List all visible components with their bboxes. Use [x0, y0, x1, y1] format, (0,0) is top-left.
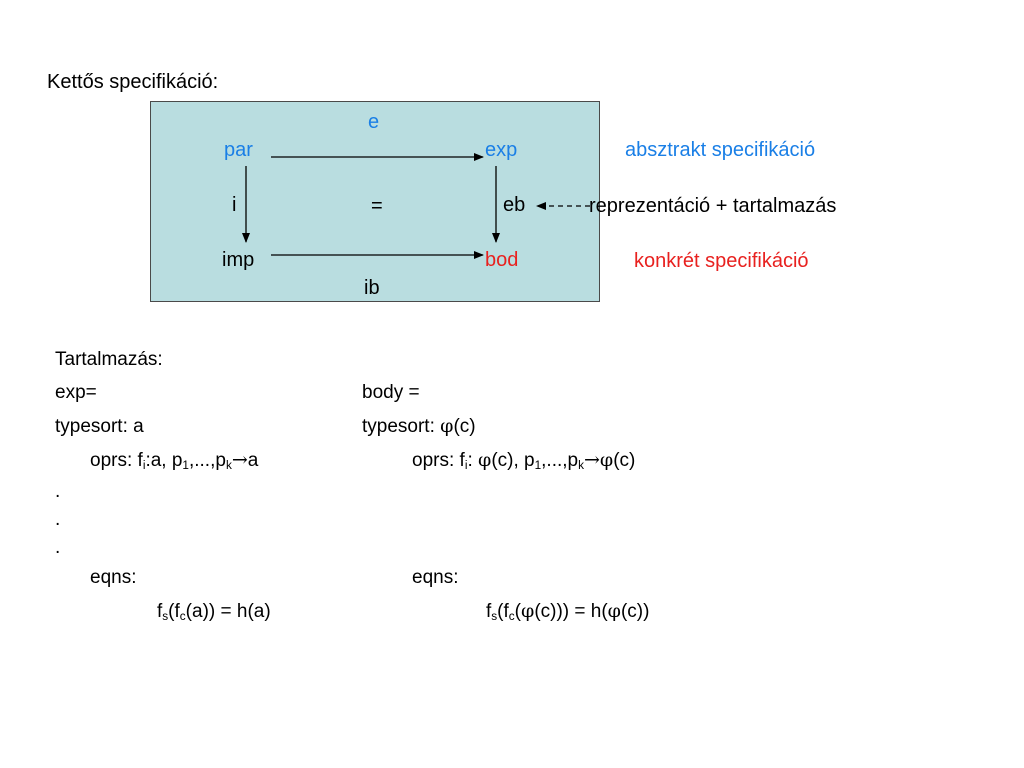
arrow-symbol: →	[584, 449, 600, 471]
label-i: i	[232, 194, 237, 216]
left-dot-2: .	[55, 509, 61, 530]
representation-label: reprezentáció + tartalmazás	[589, 195, 837, 217]
arrow-symbol: →	[231, 449, 248, 471]
right-eqns: eqns:	[412, 567, 459, 588]
right-equation: fs(fc(φ(c))) = h(φ(c))	[486, 600, 650, 623]
left-typesort: typesort: a	[55, 416, 144, 437]
node-imp: imp	[222, 249, 255, 271]
left-dot-1: .	[55, 481, 61, 502]
left-exp: exp=	[55, 382, 97, 403]
right-body: body =	[362, 382, 420, 403]
left-equation: fs(fc(a)) = h(a)	[157, 601, 271, 623]
right-typesort: typesort: φ(c)	[362, 415, 476, 437]
node-par: par	[224, 139, 253, 161]
label-e: e	[368, 111, 380, 133]
label-eb: eb	[503, 194, 526, 216]
spec-heading: Tartalmazás:	[55, 349, 163, 370]
left-dot-3: .	[55, 537, 61, 558]
concrete-spec-label: konkrét specifikáció	[634, 250, 809, 272]
label-equals: =	[371, 195, 383, 217]
node-exp: exp	[485, 139, 518, 161]
right-oprs: oprs: fi: φ(c), p1,...,pk→φ(c)	[412, 449, 636, 472]
slide-title: Kettős specifikáció:	[47, 71, 219, 93]
abstract-spec-label: absztrakt specifikáció	[625, 139, 816, 161]
node-bod: bod	[485, 249, 519, 271]
diagram-box	[150, 101, 600, 302]
label-ib: ib	[364, 277, 380, 299]
left-eqns: eqns:	[90, 567, 137, 588]
left-oprs: oprs: fi:a, p1,...,pk→a	[90, 449, 259, 472]
